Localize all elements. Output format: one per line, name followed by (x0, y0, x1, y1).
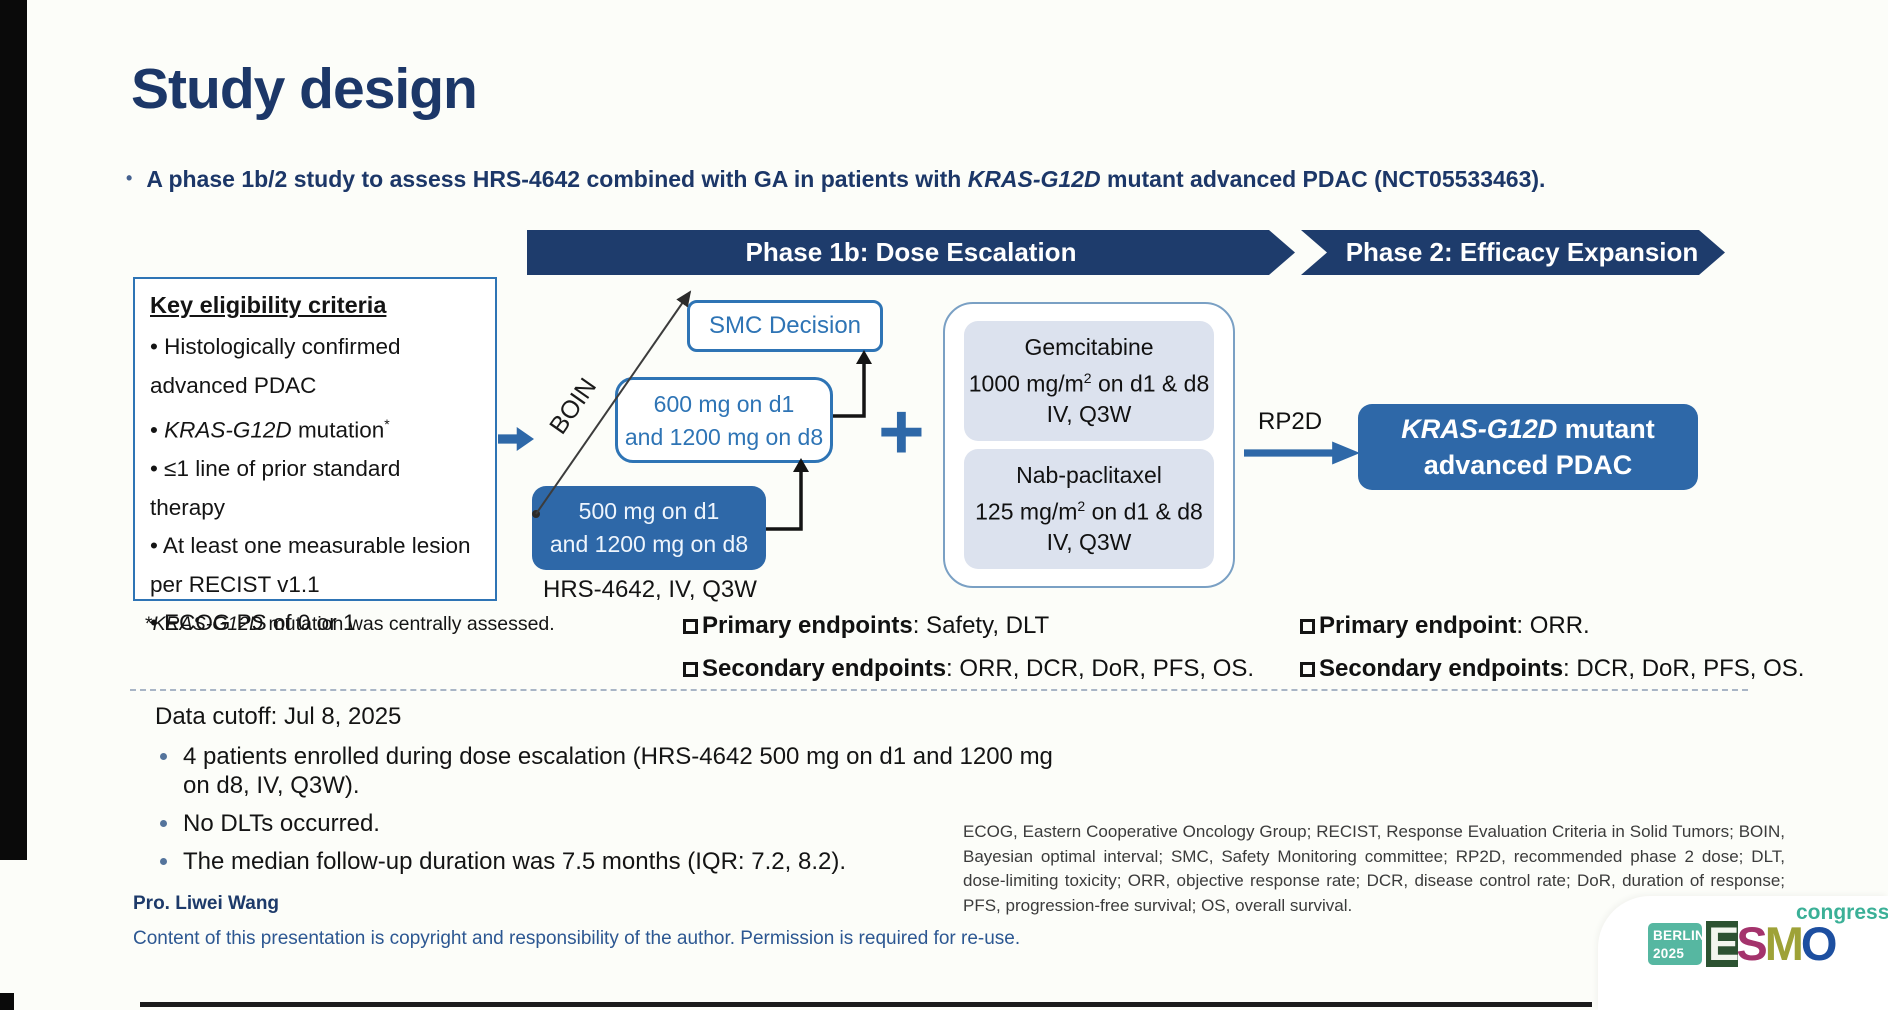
bullet-dot (160, 858, 167, 865)
checkbox-square-icon (1300, 662, 1315, 677)
target-population-box: KRAS-G12D mutant advanced PDAC (1358, 404, 1698, 490)
summary-bullets: 4 patients enrolled during dose escalati… (160, 742, 1060, 885)
checkbox-square-icon (1300, 619, 1315, 634)
checkbox-square-icon (683, 619, 698, 634)
rp2d-arrow-icon (1244, 441, 1360, 465)
eligibility-item: • ≤1 line of prior standard therapy (150, 456, 401, 520)
bullet-dot (160, 820, 167, 827)
bottom-frame-line (140, 1002, 1592, 1007)
checkbox-square-icon (683, 662, 698, 677)
berlin-2025-badge: BERLIN 2025 (1648, 923, 1705, 965)
logo-card (1598, 896, 1888, 1010)
elbow-arrow-500-to-600 (766, 470, 803, 531)
eligibility-item: • At least one measurable lesion per REC… (150, 533, 471, 597)
eligibility-item: • ECOG PS of 0 or 1 (150, 610, 356, 635)
abbreviations-footnote: ECOG, Eastern Cooperative Oncology Group… (963, 822, 1785, 915)
dose-600-box: 600 mg on d1 and 1200 mg on d8 (615, 377, 833, 463)
eligibility-item: • Histologically confirmed advanced PDAC (150, 334, 401, 398)
gemcitabine-box: Gemcitabine 1000 mg/m2 on d1 & d8 IV, Q3… (964, 321, 1214, 441)
eligibility-footnote: *KRAS-G12D mutation was centrally assess… (145, 613, 555, 635)
primary-endpoints-1b: Primary endpoints: Safety, DLT (683, 612, 1254, 640)
bullet-dot (160, 753, 167, 760)
presenter-name: Pro. Liwei Wang (133, 893, 280, 914)
primary-endpoint-2: Primary endpoint: ORR. (1300, 612, 1804, 640)
endpoints-phase2: Primary endpoint: ORR. Secondary endpoin… (1300, 612, 1804, 698)
plus-sign: + (878, 387, 925, 476)
right-arrow-icon (498, 427, 534, 451)
banner-phase2: Phase 2: Efficacy Expansion (1301, 230, 1725, 275)
bullet-dot: • (126, 168, 133, 188)
left-black-bar (0, 0, 27, 860)
elbow-arrow-600-to-smc (833, 362, 866, 418)
dose-500-box: 500 mg on d1 and 1200 mg on d8 (532, 486, 766, 570)
smc-decision-box: SMC Decision (687, 300, 883, 352)
summary-bullet: 4 patients enrolled during dose escalati… (160, 742, 1060, 800)
data-cutoff: Data cutoff: Jul 8, 2025 (155, 703, 402, 730)
nab-paclitaxel-box: Nab-paclitaxel 125 mg/m2 on d1 & d8 IV, … (964, 449, 1214, 569)
secondary-endpoints-1b: Secondary endpoints: ORR, DCR, DoR, PFS,… (683, 655, 1254, 683)
banner-phase1b: Phase 1b: Dose Escalation (527, 230, 1295, 275)
secondary-endpoints-2: Secondary endpoints: DCR, DoR, PFS, OS. (1300, 655, 1804, 683)
endpoints-phase1b: Primary endpoints: Safety, DLT Secondary… (683, 612, 1254, 698)
arrowhead-up-icon (856, 350, 872, 364)
boin-label: BOIN (544, 373, 603, 440)
hrs-4642-label: HRS-4642, IV, Q3W (543, 576, 757, 603)
rp2d-label: RP2D (1258, 408, 1323, 435)
summary-bullet: No DLTs occurred. (160, 809, 1060, 838)
eligibility-criteria-box: Key eligibility criteria • Histologicall… (133, 277, 497, 635)
summary-bullet: The median follow-up duration was 7.5 mo… (160, 847, 1060, 876)
eligibility-title: Key eligibility criteria (150, 292, 387, 318)
eligibility-item: • KRAS-G12D mutation* (150, 416, 390, 443)
copyright-notice: Content of this presentation is copyrigh… (133, 928, 1021, 949)
dashed-separator (130, 689, 1748, 691)
study-subtitle: •A phase 1b/2 study to assess HRS-4642 c… (126, 166, 1546, 192)
bottom-left-black-square (0, 993, 14, 1010)
congress-label: congress (1796, 901, 1888, 924)
ga-combo-box: Gemcitabine 1000 mg/m2 on d1 & d8 IV, Q3… (943, 302, 1235, 588)
page-title: Study design (131, 57, 478, 121)
